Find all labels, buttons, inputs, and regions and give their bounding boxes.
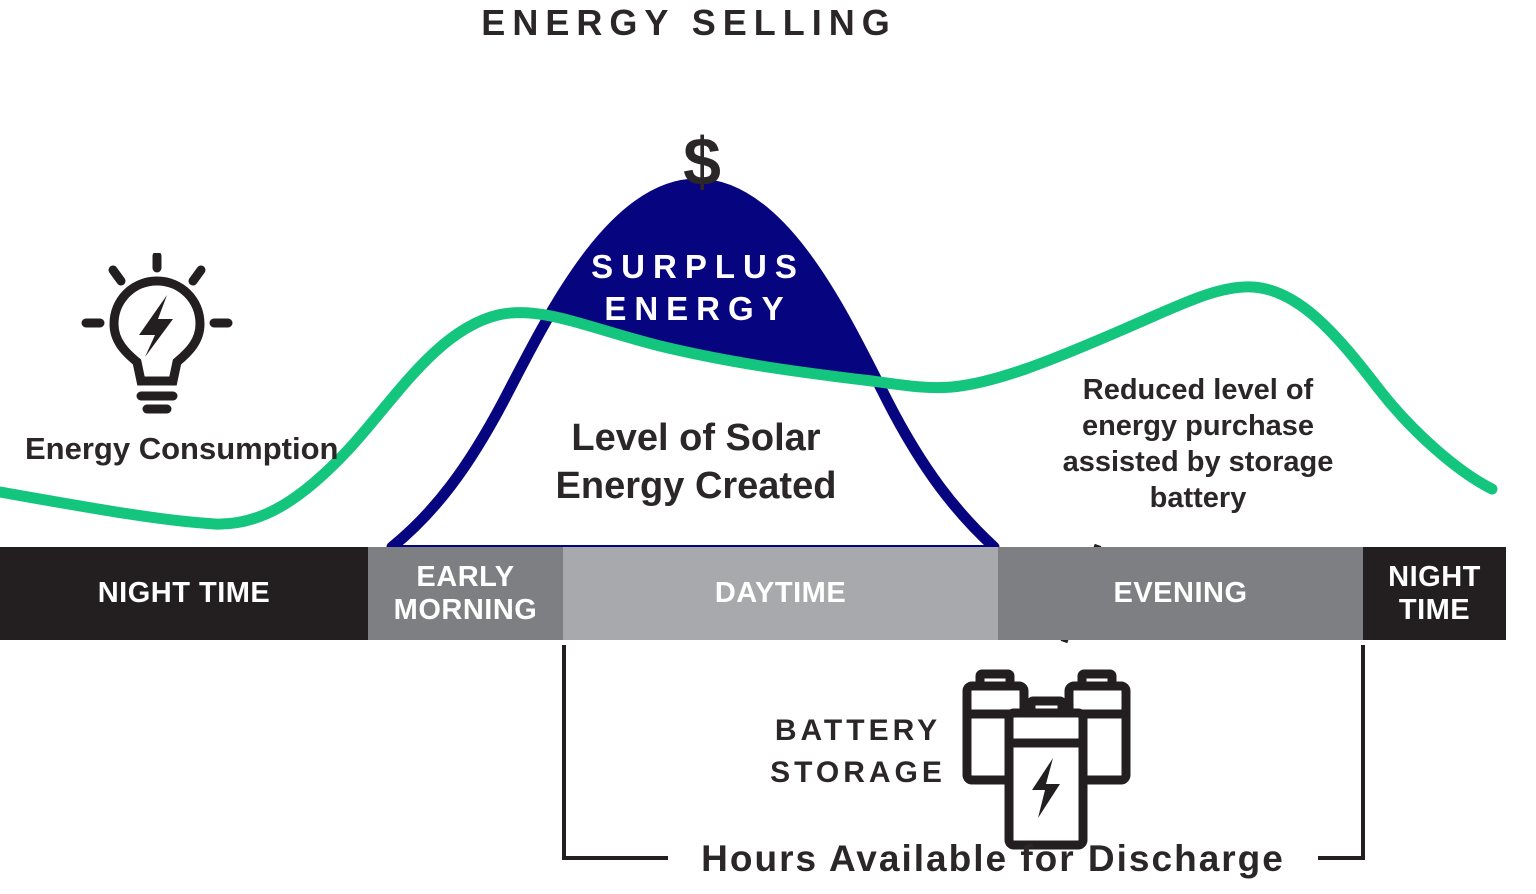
- timeline-segment-daytime: DAYTIME: [563, 547, 998, 640]
- lightbulb-energy-icon: [81, 253, 233, 414]
- segment-label: NIGHT TIME: [97, 577, 271, 609]
- diagram-title: ENERGY SELLING: [481, 2, 897, 43]
- battery-storage-icon: [962, 669, 1131, 850]
- timeline-segment-night-left: NIGHT TIME: [0, 547, 368, 640]
- discharge-bracket-right: [1318, 645, 1365, 860]
- under-consumption-mask: [0, 286, 1492, 545]
- bulb-outline: [109, 276, 205, 386]
- segment-label: EARLY MORNING: [393, 560, 538, 626]
- energy-consumption-label: Energy Consumption: [25, 431, 339, 466]
- hours-discharge-label: Hours Available for Discharge: [701, 838, 1285, 879]
- battery-storage-label: BATTERY STORAGE: [770, 714, 946, 789]
- reduced-purchase-label: Reduced level of energy purchase assiste…: [1062, 374, 1334, 514]
- timeline-segment-evening: EVENING: [998, 547, 1363, 640]
- timeline-segment-night-right: NIGHT TIME: [1363, 547, 1506, 640]
- surplus-energy-label: SURPLUS ENERGY: [591, 248, 805, 327]
- bulb-bolt: [139, 295, 173, 357]
- battery-front-bolt: [1032, 758, 1060, 818]
- timeline-segment-early-morning: EARLY MORNING: [368, 547, 563, 640]
- segment-label: DAYTIME: [714, 577, 847, 609]
- solar-energy-label: Level of Solar Energy Created: [555, 417, 837, 507]
- bulb-ray-upper-right: [188, 265, 206, 286]
- bulb-ray-upper-left: [108, 265, 126, 286]
- solar-curve: [386, 178, 1000, 553]
- dollar-sign: $: [683, 124, 721, 200]
- discharge-bracket-left: [562, 645, 668, 860]
- consumption-curve: [0, 281, 1498, 530]
- segment-label: EVENING: [1113, 577, 1248, 609]
- segment-label: NIGHT TIME: [1388, 560, 1481, 626]
